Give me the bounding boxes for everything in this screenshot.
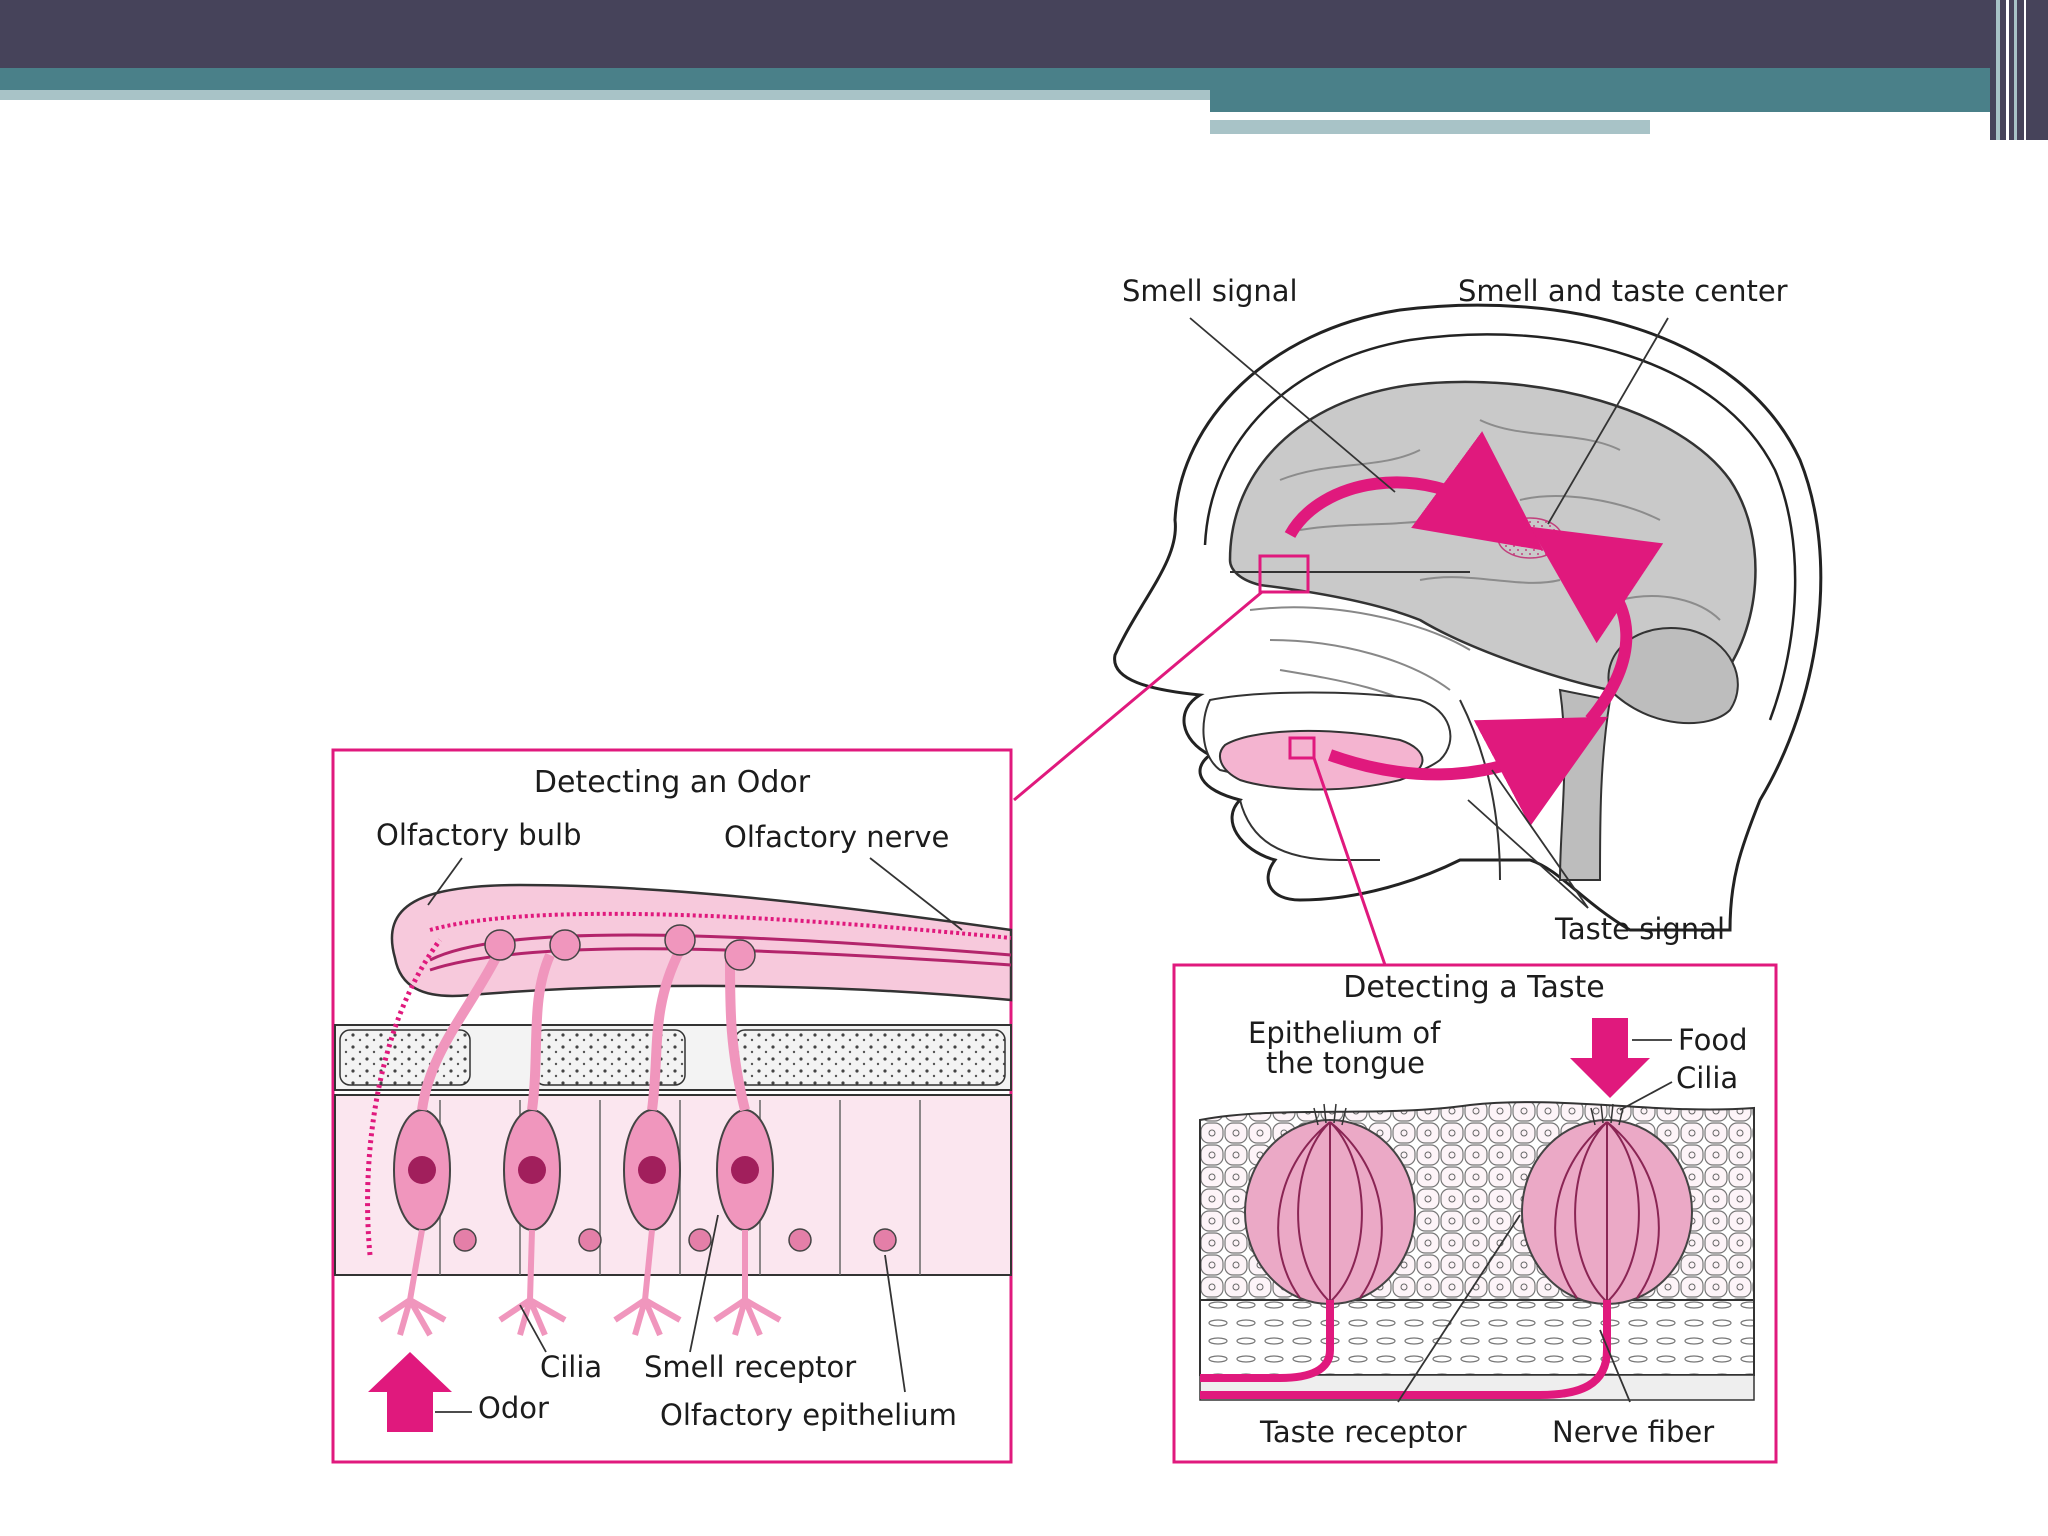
label-cilia-odor: Cilia (540, 1350, 603, 1384)
label-nerve-fiber: Nerve fiber (1552, 1415, 1715, 1449)
label-cilia-taste: Cilia (1676, 1061, 1739, 1095)
taste-panel (1172, 963, 1778, 1464)
label-epithelium-line2: the tongue (1266, 1046, 1425, 1080)
taste-panel-title: Detecting a Taste (1343, 970, 1605, 1005)
label-olfactory-nerve: Olfactory nerve (724, 820, 950, 854)
odor-panel (331, 748, 1013, 1464)
label-odor: Odor (478, 1391, 549, 1425)
label-food: Food (1678, 1023, 1748, 1057)
label-smell-receptor: Smell receptor (644, 1350, 857, 1384)
label-taste-receptor: Taste receptor (1260, 1415, 1467, 1449)
slide-header-banner (0, 0, 2048, 140)
label-olfactory-bulb: Olfactory bulb (376, 818, 582, 852)
label-smell-signal: Smell signal (1122, 274, 1298, 308)
head-illustration (1113, 303, 1823, 932)
label-olfactory-epithelium: Olfactory epithelium (660, 1398, 957, 1432)
label-epithelium-line1: Epithelium of (1248, 1016, 1441, 1050)
label-smell-taste-center: Smell and taste center (1458, 274, 1788, 308)
odor-panel-title: Detecting an Odor (533, 765, 811, 800)
label-taste-signal: Taste signal (1555, 912, 1726, 946)
